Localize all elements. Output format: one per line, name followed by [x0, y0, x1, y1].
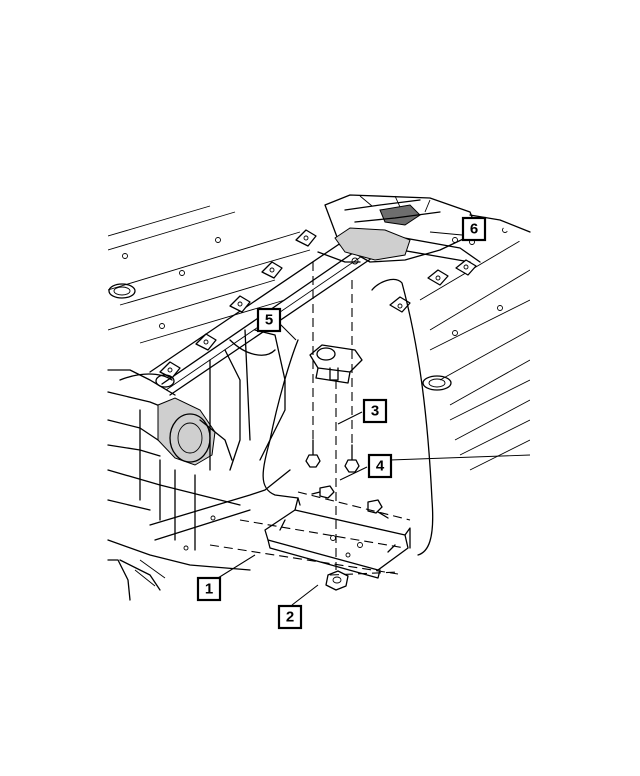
- exploded-view-outline: [262, 278, 434, 556]
- crossmember-bolt-left: [311, 485, 335, 499]
- mount-bolt: [305, 439, 321, 468]
- callout-5: 5: [256, 307, 282, 333]
- svg-text:5: 5: [265, 312, 273, 329]
- callout-6: 6: [461, 216, 487, 242]
- callout-1: 1: [196, 576, 222, 602]
- fasteners: [305, 439, 389, 591]
- frame-rail-tabs: [159, 229, 477, 379]
- svg-text:4: 4: [376, 458, 385, 475]
- callout-2: 2: [277, 604, 303, 630]
- svg-text:6: 6: [470, 221, 478, 238]
- lower-nut: [325, 570, 349, 591]
- left-floor-panel: [108, 205, 311, 344]
- svg-text:2: 2: [286, 609, 294, 626]
- callout-3: 3: [362, 398, 388, 424]
- svg-text:1: 1: [205, 581, 213, 598]
- frame-rail: [149, 229, 481, 396]
- transmission-mount: [309, 344, 363, 384]
- driveline-assembly: [107, 329, 291, 601]
- right-floor-panel: [389, 227, 530, 471]
- callout-4: 4: [367, 453, 393, 479]
- assembly-lines: [209, 262, 411, 576]
- transmission-assembly: [317, 194, 531, 265]
- crossmember: [264, 497, 411, 579]
- svg-text:3: 3: [371, 403, 379, 420]
- stud-bolt: [344, 444, 360, 473]
- crossmember-bolt-right: [367, 499, 389, 519]
